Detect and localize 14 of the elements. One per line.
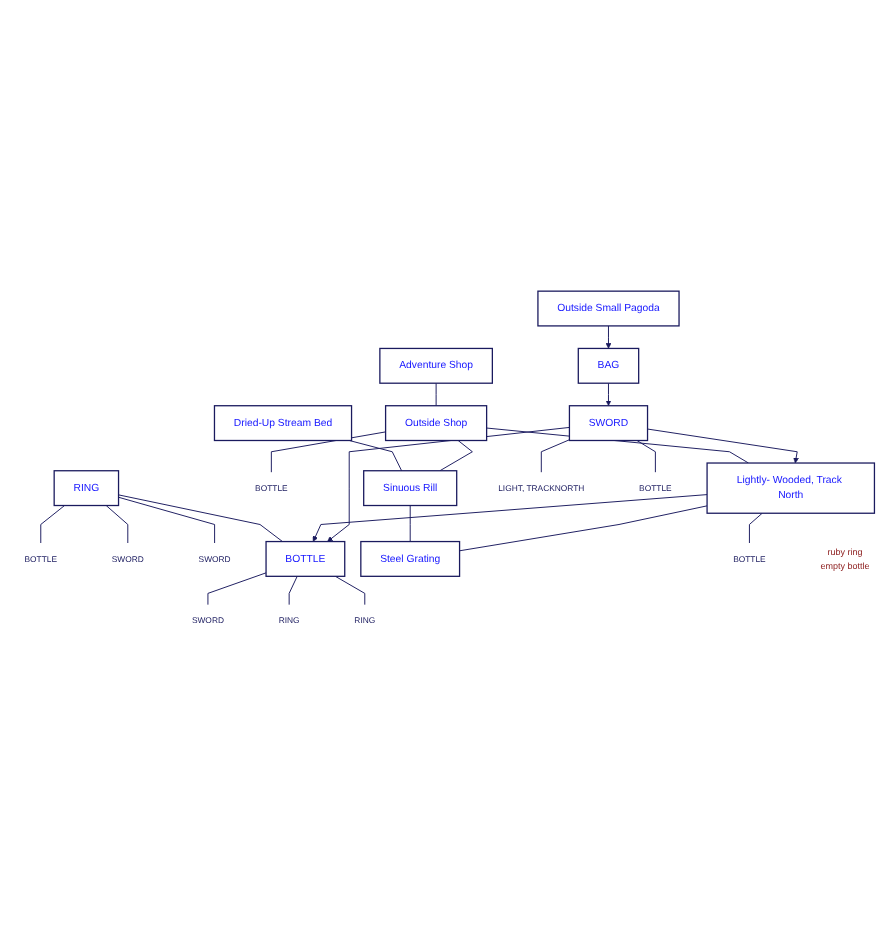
connector: [270, 430, 387, 472]
connector: [288, 575, 298, 605]
connector: [748, 511, 763, 543]
connector: [105, 504, 129, 543]
connector: [409, 504, 411, 542]
connector: [118, 495, 216, 543]
connector: [118, 493, 283, 542]
connector: [334, 575, 366, 605]
connector: [435, 381, 437, 406]
connector: [439, 439, 473, 471]
connector: [40, 504, 66, 543]
connector: [459, 504, 708, 551]
connector: [348, 439, 403, 471]
connector: [207, 571, 267, 605]
